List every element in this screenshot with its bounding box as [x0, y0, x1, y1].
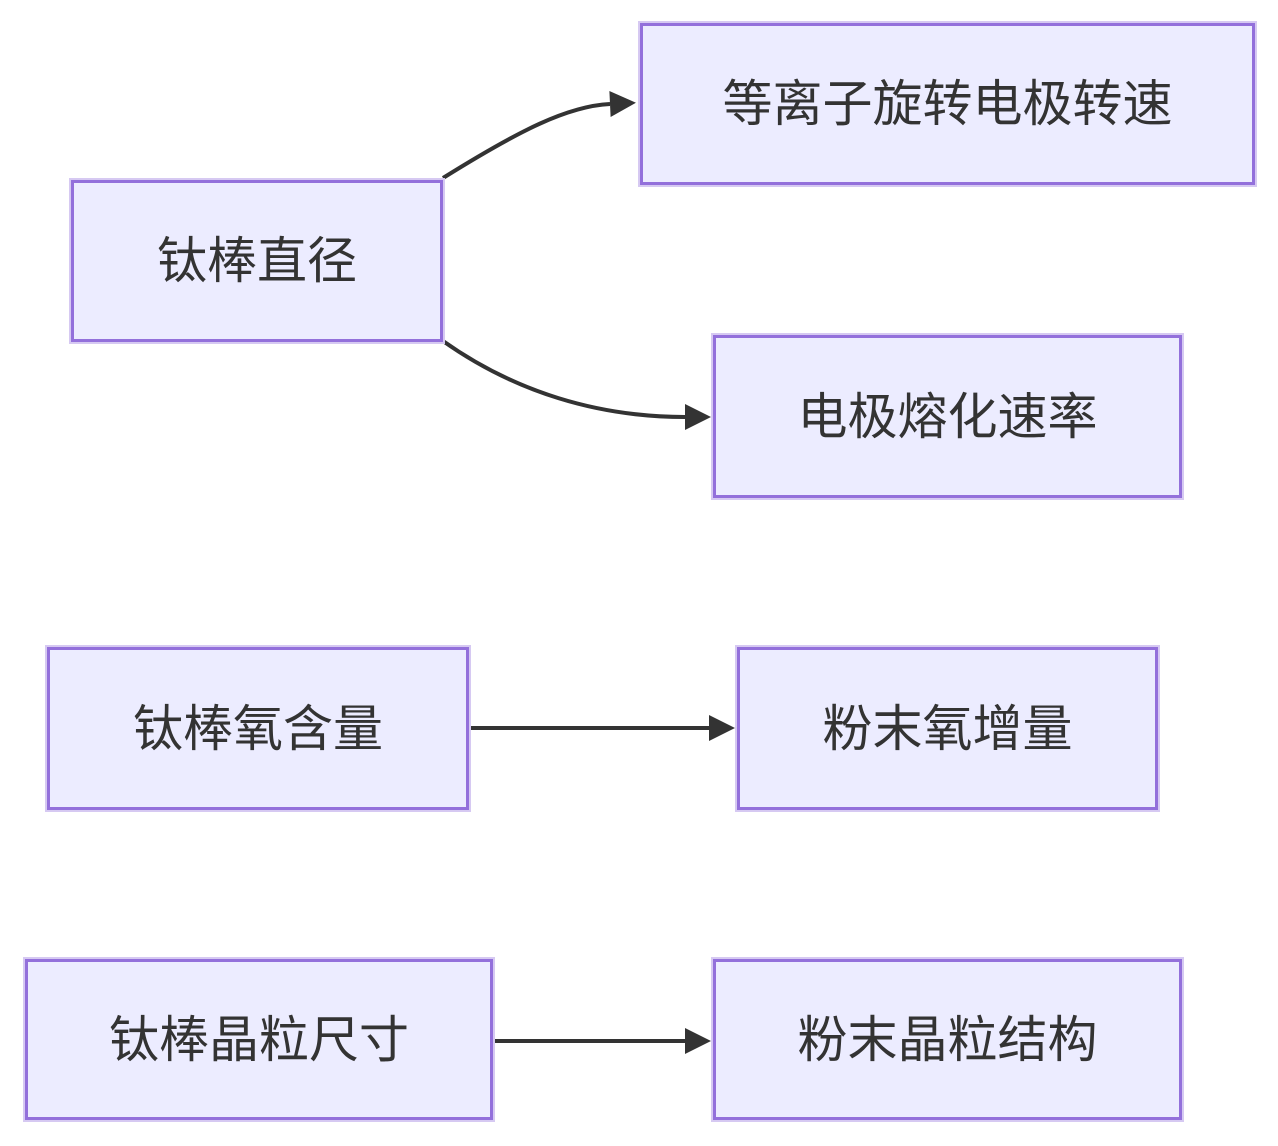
edge-diameter-to-meltrate [441, 339, 711, 430]
edge-diameter-to-speed [441, 91, 636, 180]
node-ti-rod-diameter-label: 钛棒直径 [157, 233, 357, 289]
node-powder-oxygen-pickup-label: 粉末氧增量 [822, 700, 1073, 757]
node-ti-rod-grain-size: 钛棒晶粒尺寸 [25, 959, 493, 1120]
node-ti-rod-grain-size-label: 钛棒晶粒尺寸 [109, 1011, 409, 1068]
node-ti-rod-diameter: 钛棒直径 [71, 180, 443, 342]
node-powder-oxygen-pickup: 粉末氧增量 [737, 647, 1158, 810]
node-powder-grain-structure: 粉末晶粒结构 [713, 959, 1182, 1120]
node-electrode-melting-rate-label: 电极熔化速率 [797, 388, 1098, 445]
node-electrode-melting-rate: 电极熔化速率 [713, 335, 1182, 498]
node-powder-grain-structure-label: 粉末晶粒结构 [797, 1011, 1098, 1068]
node-plasma-rotating-electrode-speed: 等离子旋转电极转速 [640, 23, 1255, 185]
node-plasma-rotating-electrode-speed-label: 等离子旋转电极转速 [722, 76, 1173, 132]
node-ti-rod-oxygen-content-label: 钛棒氧含量 [133, 700, 383, 757]
node-ti-rod-oxygen-content: 钛棒氧含量 [47, 647, 469, 810]
